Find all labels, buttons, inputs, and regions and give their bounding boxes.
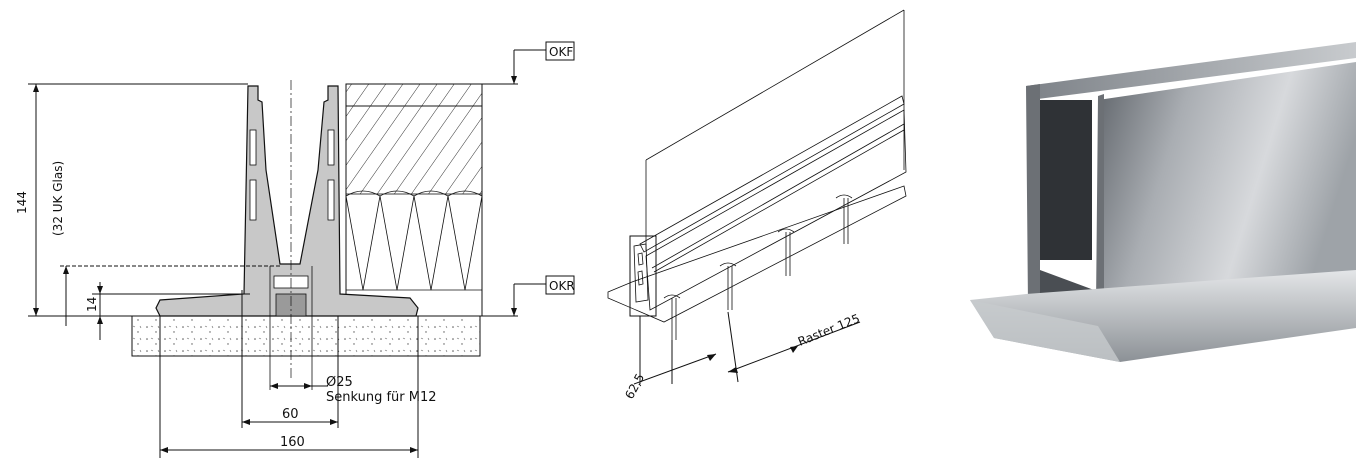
hole-diameter-label: Ø25: [326, 375, 353, 390]
width-60-label: 60: [282, 407, 299, 422]
aluminium-profile-section: [155, 80, 419, 390]
countersink-label: Senkung für M12: [326, 390, 437, 405]
floor-buildup: [345, 83, 483, 317]
anchor-bolts: [663, 194, 853, 340]
grid-spacing-label: Raster 125: [796, 311, 862, 348]
base-14-label: 14: [85, 297, 99, 312]
profile-render: [970, 42, 1356, 362]
concrete-slab: [131, 315, 481, 357]
glass-bottom-label: (32 UK Glas): [51, 161, 65, 236]
render-glass-clamp-face: [1098, 62, 1356, 310]
render-top-rail: [1026, 42, 1356, 100]
isometric-drawing: 62,5 Raster 125: [607, 9, 907, 401]
dimension-lines: [28, 49, 546, 458]
cross-section-drawing: 144 (32 UK Glas) 14 Ø25 Senkung für M12 …: [15, 41, 575, 458]
edge-distance-label: 62,5: [622, 371, 647, 401]
height-144-label: 144: [15, 191, 29, 214]
okf-level-label: OKF: [549, 45, 573, 59]
width-160-label: 160: [280, 435, 305, 450]
okr-level-label: OKR: [549, 279, 575, 293]
